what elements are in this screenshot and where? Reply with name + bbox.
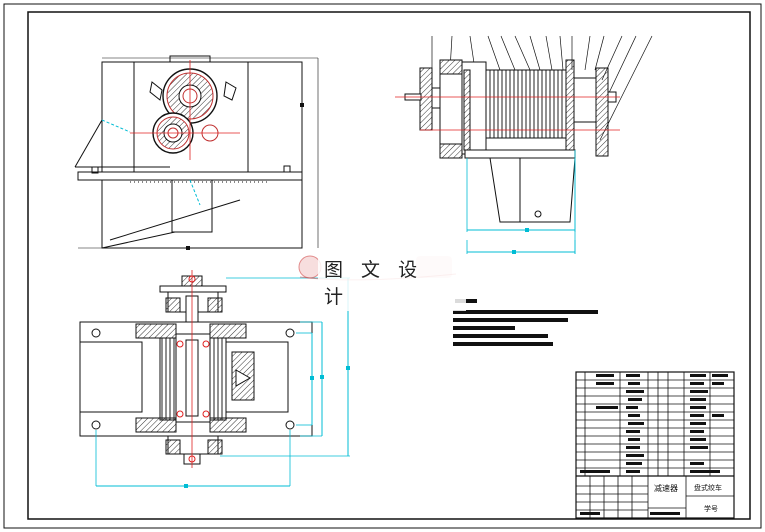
- side-view: [404, 35, 653, 223]
- title-block-part-name: 减速器: [654, 483, 678, 493]
- sheet-outer-border: [3, 3, 762, 529]
- title-block-student-id: 学号: [704, 504, 718, 513]
- front-view-annotations: [78, 57, 319, 250]
- front-view: [74, 55, 303, 249]
- watermark: 图 文 设 计: [296, 250, 466, 311]
- sheet-inner-border: [27, 11, 751, 520]
- parts-list-entries: [580, 374, 728, 515]
- parts-list: [575, 371, 735, 519]
- watermark-text: 图 文 设 计: [318, 253, 466, 311]
- technical-notes: [453, 299, 598, 346]
- side-view-annotations: [395, 96, 620, 254]
- top-view: [79, 275, 313, 465]
- title-block-drawing-name: 盘式绞车: [694, 483, 722, 492]
